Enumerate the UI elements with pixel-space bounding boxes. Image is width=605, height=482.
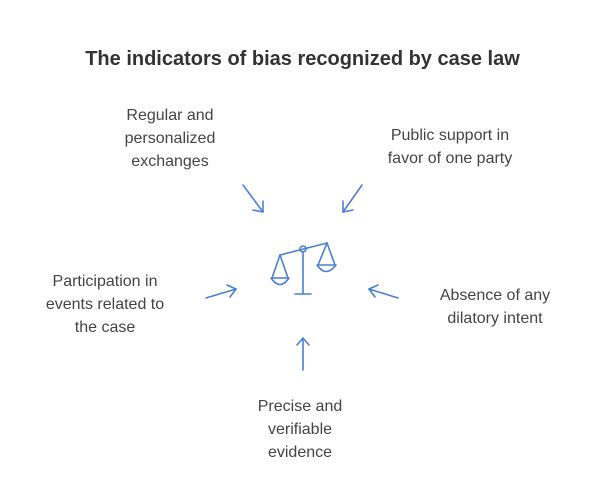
arrow-top-right-icon [342, 184, 363, 213]
arrow-top-left-icon [242, 184, 264, 213]
arrow-bottom-icon [296, 337, 310, 371]
label-line: Absence of any [439, 287, 551, 304]
label-line: Precise and [257, 398, 343, 415]
label-line: events related to [45, 296, 165, 313]
label-line: personalized [124, 130, 216, 147]
arrow-right-icon [368, 284, 399, 299]
indicator-label-public-support: Public support in favor of one party [355, 124, 545, 170]
indicator-label-absence-dilatory: Absence of any dilatory intent [415, 284, 575, 330]
label-line: favor of one party [387, 150, 513, 167]
label-line: verifiable [267, 421, 333, 438]
diagram-title: The indicators of bias recognized by cas… [85, 48, 520, 70]
label-line: Public support in [390, 127, 510, 144]
balance-scale-icon [270, 242, 337, 295]
indicator-label-participation: Participation in events related to the c… [20, 270, 190, 339]
label-line: dilatory intent [447, 310, 543, 327]
label-line: Participation in [52, 273, 158, 290]
label-line: exchanges [131, 153, 209, 170]
indicator-label-evidence: Precise and verifiable evidence [225, 395, 375, 464]
label-line: the case [74, 319, 136, 336]
label-line: evidence [267, 444, 333, 461]
arrow-left-icon [205, 284, 237, 299]
indicator-label-regular-exchanges: Regular and personalized exchanges [100, 104, 240, 173]
label-line: Regular and [126, 107, 214, 124]
